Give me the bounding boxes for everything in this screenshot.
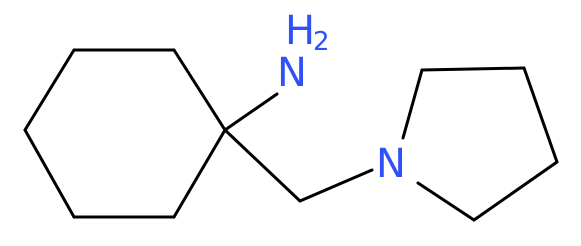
pyrrolidine-ring	[401, 66, 559, 222]
ring-bond	[522, 66, 559, 164]
methylene-n-bond	[298, 168, 374, 203]
ring-bond	[401, 68, 424, 140]
ring-bond	[23, 48, 76, 132]
ring-bond	[472, 160, 559, 222]
ring-bond	[23, 128, 76, 219]
methylene-bond	[223, 128, 302, 203]
amine-label: N H 2	[277, 8, 330, 96]
cyclohexane-ring	[23, 48, 227, 219]
ring-bond	[172, 48, 227, 132]
amine-n-symbol: N	[277, 50, 307, 96]
amine-h-subscript: 2	[313, 27, 330, 57]
amine-bond	[223, 92, 279, 132]
ring-bond	[416, 181, 476, 222]
ring-bond	[420, 66, 526, 72]
pyrrolidine-n-symbol: N	[376, 141, 406, 187]
amine-h-symbol: H	[285, 8, 315, 54]
ring-bond	[172, 128, 227, 219]
